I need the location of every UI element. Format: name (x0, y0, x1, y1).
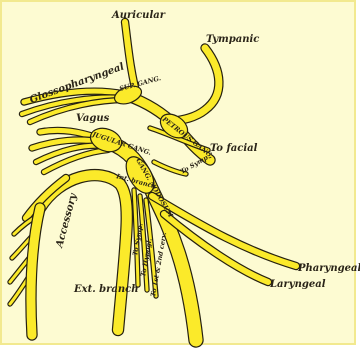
label-accessory: Accessory (54, 191, 80, 249)
label-laryngeal: Laryngeal (269, 279, 326, 290)
label-ext-branch: Ext. branch (73, 284, 139, 295)
tympanic-nerve (170, 48, 219, 122)
label-tympanic: Tympanic (206, 34, 259, 45)
accessory-lower (31, 208, 40, 335)
label-to-facial: To facial (210, 143, 258, 154)
label-vagus: Vagus (76, 113, 110, 124)
label-auricular: Auricular (111, 10, 166, 21)
accessory-spinal-root (26, 178, 66, 218)
label-pharyngeal: Pharyngeal (297, 263, 360, 274)
accessory-loop (40, 175, 127, 330)
